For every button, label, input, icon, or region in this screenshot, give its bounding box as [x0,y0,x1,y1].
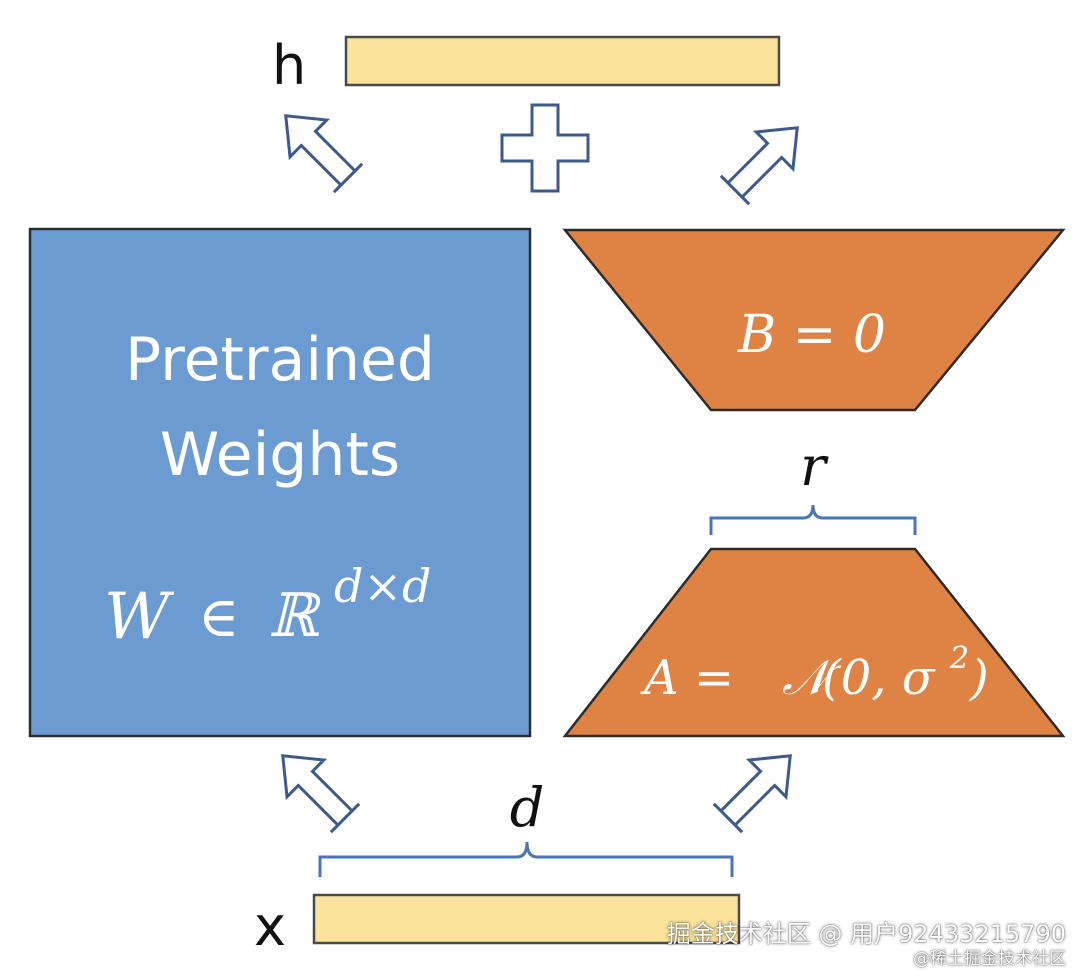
arrow-icon-weights-to-h [284,114,364,194]
arrow-icon-x-to-weights [281,754,361,834]
label-x: x [254,895,286,958]
watermark-sub: @稀土掘金技术社区 [913,949,1066,969]
close-paren: ) [969,650,989,706]
label-h: h [272,34,306,97]
lora-b-block [562,228,1066,412]
lora-a-block [562,547,1066,738]
output-vector-h [344,35,781,87]
a-normal-formula: A = 𝒩 (0, σ 2 ) [640,641,989,706]
pretrained-label: Pretrained [125,325,435,395]
input-vector-x [312,893,741,945]
weights-label: Weights [160,420,400,490]
rank-label: r [800,435,829,498]
plus-icon [500,103,590,193]
arrow-icon-b-to-h [719,126,799,206]
normal-args: (0, σ [822,650,936,706]
dimension-label: d [510,776,545,839]
pretrained-weights-block [28,227,532,738]
b-equals-zero: B = 0 [737,305,886,365]
sigma-squared: 2 [949,641,969,676]
dimension-brace [318,841,734,877]
formula-real: ℝ [268,581,322,651]
a-equals: A = [640,650,734,706]
formula-dims: d×d [334,559,431,613]
formula-w: W [104,580,175,654]
rank-brace [709,504,917,535]
watermark-main: 掘金技术社区 @ 用户92433215790 [666,920,1066,948]
formula-elem: ∈ [198,585,239,650]
arrow-icon-x-to-a [712,754,792,834]
weight-matrix-formula: W ∈ ℝ d×d [104,559,431,654]
